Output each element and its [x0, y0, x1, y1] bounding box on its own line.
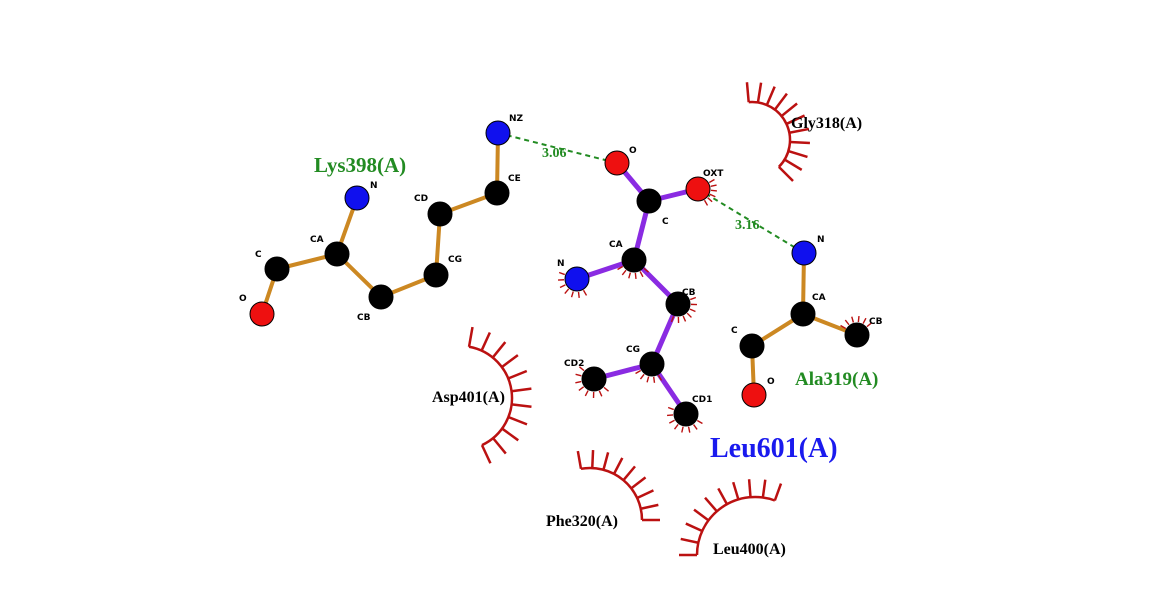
residue-label-leu400: Leu400(A) — [713, 541, 786, 558]
atom-lig-cd1 — [673, 401, 699, 427]
ticks-lig-oxt — [703, 178, 717, 206]
label-lig-cg: CG — [626, 345, 640, 355]
atom-ala-ca — [790, 301, 816, 327]
label-lys-cb: CB — [357, 313, 371, 323]
label-lig-c: C — [662, 217, 669, 227]
label-lys-cg: CG — [448, 255, 462, 265]
atom-ala-c — [739, 333, 765, 359]
label-lig-oxt: OXT — [703, 169, 724, 179]
label-ala-cb: CB — [869, 317, 883, 327]
label-lys-c: C — [255, 250, 262, 260]
label-lig-cb: CB — [682, 288, 696, 298]
atom-lys-c — [264, 256, 290, 282]
atom-lys-nz — [485, 120, 511, 146]
label-ala-o: O — [767, 377, 775, 387]
residue-label-phe320: Phe320(A) — [546, 513, 618, 530]
residue-label-lys398: Lys398(A) — [314, 153, 406, 177]
atom-ala-n — [791, 240, 817, 266]
atom-labels: NZ CE CD CG CB CA N C O O OXT C CA N CB … — [239, 114, 883, 405]
label-lys-n: N — [370, 181, 378, 191]
residue-label-asp401: Asp401(A) — [432, 389, 505, 406]
atom-lig-cg — [639, 351, 665, 377]
residue-labels: Lys398(A) Ala319(A) Gly318(A) Asp401(A) … — [314, 115, 878, 558]
atom-lig-o — [604, 150, 630, 176]
ligand-label-leu601: Leu601(A) — [710, 433, 838, 464]
hydrogen-bonds: 3.06 3.16 — [497, 132, 805, 254]
atom-lig-cb — [665, 291, 691, 317]
ticks-lig-ca — [617, 265, 650, 279]
eyelash-gly318 — [745, 82, 810, 182]
label-ala-n: N — [817, 235, 825, 245]
label-lig-o: O — [629, 146, 637, 156]
residue-label-ala319: Ala319(A) — [795, 369, 878, 390]
label-lys-o: O — [239, 294, 247, 304]
atom-lys-ce — [484, 180, 510, 206]
ticks-ala-cb — [840, 316, 873, 330]
atom-lys-o — [249, 301, 275, 327]
label-ala-c: C — [731, 326, 738, 336]
hbond-nz-o — [497, 132, 618, 164]
hydrophobic-contacts — [467, 82, 810, 557]
atom-lys-cg — [423, 262, 449, 288]
atom-lig-oxt — [685, 176, 711, 202]
atom-ala-cb — [844, 322, 870, 348]
label-lig-n: N — [557, 259, 565, 269]
label-lys-nz: NZ — [509, 114, 524, 124]
label-lig-ca: CA — [609, 240, 623, 250]
atom-lig-n — [564, 266, 590, 292]
ticks-lig-cg — [635, 369, 663, 383]
residue-label-gly318: Gly318(A) — [791, 115, 862, 132]
eyelash-phe320 — [576, 450, 660, 522]
eyelash-asp401 — [467, 326, 532, 464]
atom-lys-n — [344, 185, 370, 211]
atom-contact-ticks — [557, 178, 873, 433]
label-lys-cd: CD — [414, 194, 428, 204]
hbond-distance-oxt-n: 3.16 — [735, 218, 760, 233]
atom-lys-ca — [324, 241, 350, 267]
eyelash-leu400 — [679, 479, 783, 557]
label-lys-ca: CA — [310, 235, 324, 245]
atoms — [249, 120, 870, 427]
ticks-lig-n — [557, 271, 588, 298]
atom-ala-o — [741, 382, 767, 408]
label-ala-ca: CA — [812, 293, 826, 303]
atom-lys-cd — [427, 201, 453, 227]
atom-lig-c — [636, 188, 662, 214]
label-lig-cd2: CD2 — [564, 359, 584, 369]
atom-lig-cd2 — [581, 366, 607, 392]
label-lys-ce: CE — [508, 174, 521, 184]
hbond-distance-nz-o: 3.06 — [542, 146, 567, 161]
ticks-lig-cb — [670, 296, 698, 324]
atom-lig-ca — [621, 247, 647, 273]
ticks-lig-cd2 — [575, 366, 610, 399]
atom-lys-cb — [368, 284, 394, 310]
label-lig-cd1: CD1 — [692, 395, 712, 405]
hbond-oxt-n — [697, 188, 805, 254]
ticks-lig-cd1 — [667, 406, 703, 433]
